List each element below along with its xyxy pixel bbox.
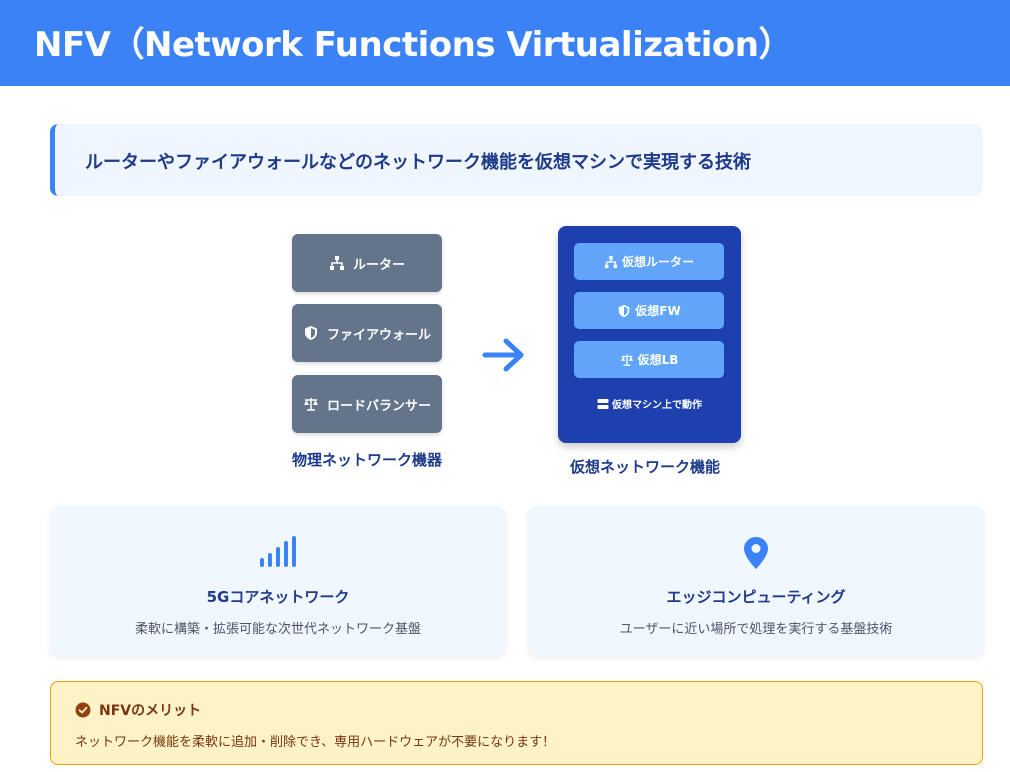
subtitle-box: ルーターやファイアウォールなどのネットワーク機能を仮想マシンで実現する技術 bbox=[50, 124, 983, 196]
location-pin-icon bbox=[744, 537, 768, 569]
merit-text: ネットワーク機能を柔軟に追加・削除でき、専用ハードウェアが不要になります！ bbox=[75, 735, 556, 750]
scale-icon bbox=[620, 354, 633, 366]
card-title: 5Gコアネットワーク bbox=[206, 588, 350, 606]
virtual-loadbalancer-box: 仮想LB bbox=[574, 341, 724, 378]
physical-firewall-label: ファイアウォール bbox=[326, 327, 431, 343]
signal-icon bbox=[260, 536, 296, 567]
card-5g-core: 5Gコアネットワーク 柔軟に構築・拡張可能な次世代ネットワーク基盤 bbox=[50, 506, 506, 656]
physical-router-label: ルーター bbox=[352, 257, 405, 273]
card-title: エッジコンピューティング bbox=[666, 588, 846, 606]
virtual-router-box: 仮想ルーター bbox=[574, 243, 724, 280]
check-circle-icon bbox=[75, 702, 91, 718]
physical-loadbalancer-label: ロードバランサー bbox=[326, 398, 431, 414]
page-header: NFV（Network Functions Virtualization） bbox=[0, 0, 1010, 86]
merit-title: NFVのメリット bbox=[99, 703, 202, 719]
merit-heading: NFVのメリット bbox=[75, 700, 201, 720]
merit-box: NFVのメリット ネットワーク機能を柔軟に追加・削除でき、専用ハードウェアが不要… bbox=[50, 681, 983, 765]
virtual-note: 仮想マシン上で動作 bbox=[558, 396, 741, 411]
network-icon bbox=[329, 256, 344, 270]
shield-icon bbox=[304, 326, 317, 340]
card-edge-computing: エッジコンピューティング ユーザーに近い場所で処理を実行する基盤技術 bbox=[528, 506, 984, 656]
card-description: 柔軟に構築・拡張可能な次世代ネットワーク基盤 bbox=[134, 622, 421, 637]
virtual-functions-panel: 仮想ルーター 仮想FW 仮想LB 仮想マシン上で動作 bbox=[558, 226, 741, 443]
subtitle-text: ルーターやファイアウォールなどのネットワーク機能を仮想マシンで実現する技術 bbox=[85, 152, 751, 173]
physical-loadbalancer-box: ロードバランサー bbox=[292, 375, 442, 433]
physical-caption: 物理ネットワーク機器 bbox=[292, 451, 443, 469]
card-description: ユーザーに近い場所で処理を実行する基盤技術 bbox=[619, 622, 893, 637]
virtual-router-label: 仮想ルーター bbox=[621, 255, 694, 269]
virtual-note-text: 仮想マシン上で動作 bbox=[612, 400, 702, 411]
scale-icon bbox=[303, 398, 318, 411]
virtual-firewall-label: 仮想FW bbox=[635, 304, 681, 318]
virtual-loadbalancer-label: 仮想LB bbox=[637, 353, 679, 367]
page-title: NFV（Network Functions Virtualization） bbox=[34, 25, 792, 65]
physical-firewall-box: ファイアウォール bbox=[292, 304, 442, 362]
physical-router-box: ルーター bbox=[292, 234, 442, 292]
network-icon bbox=[604, 255, 618, 268]
shield-icon bbox=[619, 304, 630, 317]
virtual-firewall-box: 仮想FW bbox=[574, 292, 724, 329]
virtual-caption: 仮想ネットワーク機能 bbox=[570, 458, 721, 476]
server-icon bbox=[597, 398, 609, 409]
arrow-right-icon bbox=[482, 338, 524, 372]
